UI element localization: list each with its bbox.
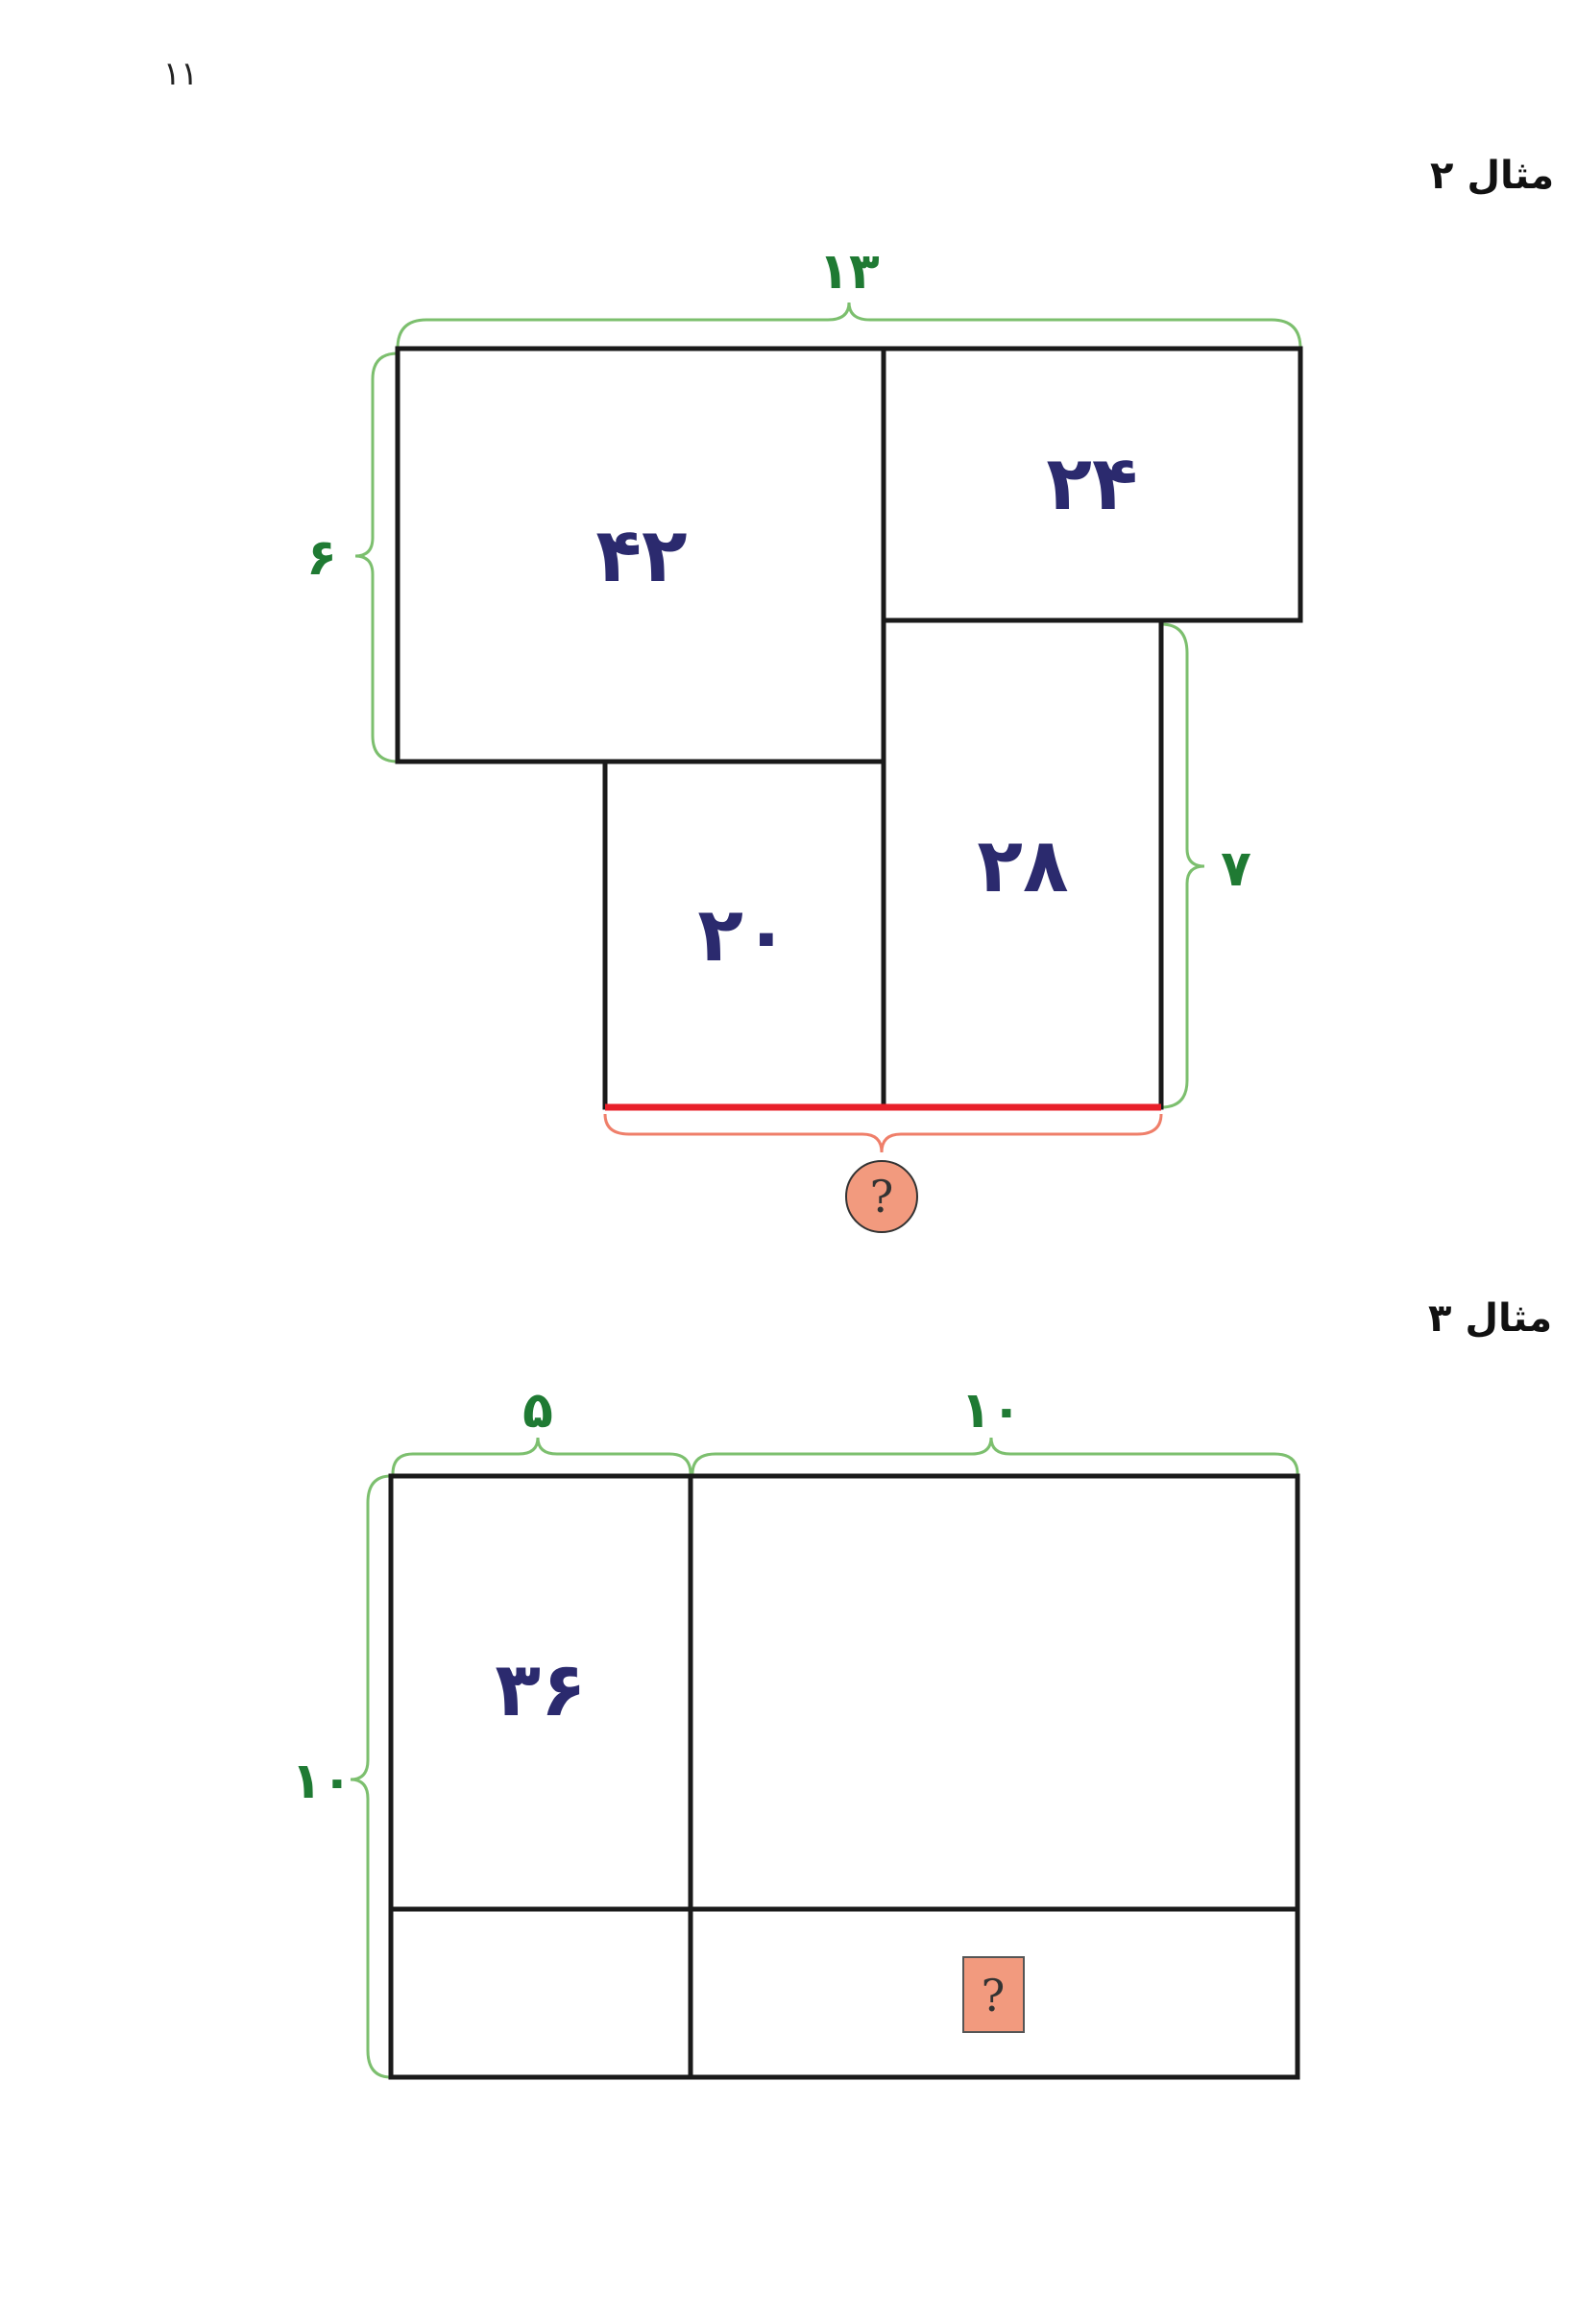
area-bottom-right: ۲۸ — [977, 823, 1068, 909]
unknown-mark: ? — [870, 1171, 894, 1223]
area-top-right: ۲۴ — [1046, 441, 1137, 527]
dimension-left: ۶ — [306, 529, 337, 587]
right-brace — [1160, 622, 1205, 1109]
example-2-title: مثال ۲ — [1430, 154, 1554, 198]
area-bottom-left: ۲۰ — [697, 892, 788, 979]
area-top-left: ۴۲ — [595, 513, 687, 599]
unknown-mark: ? — [982, 1970, 1006, 2021]
dimension-top: ۱۳ — [818, 243, 880, 301]
page-number: ۱۱ — [163, 55, 199, 93]
example-3-title: مثال ۳ — [1428, 1296, 1552, 1341]
outer-rect — [388, 1473, 1300, 2080]
unknown-circle — [845, 1160, 918, 1233]
top-left-brace — [391, 1437, 692, 1475]
dimension-top-right: ۱۰ — [960, 1382, 1021, 1440]
left-brace — [350, 1474, 392, 2079]
top-brace — [396, 302, 1302, 350]
top-right-brace — [691, 1437, 1299, 1475]
dimension-right: ۷ — [1221, 840, 1251, 898]
dimension-left: ۱۰ — [291, 1753, 352, 1810]
unknown-box — [962, 1956, 1025, 2033]
bottom-brace — [603, 1113, 1163, 1153]
dimension-top-left: ۵ — [522, 1382, 553, 1440]
left-brace — [354, 351, 399, 763]
example-3: مثال ۳ ۵ ۱۰ ۱۰ ۳۶ ? — [291, 1296, 1552, 2080]
area-top-left: ۳۶ — [495, 1647, 586, 1733]
example-2: مثال ۲ ۱۳ ۶ ۷ ۴۲ ۲۴ ۲۰ ۲۸ ? — [306, 154, 1554, 1233]
